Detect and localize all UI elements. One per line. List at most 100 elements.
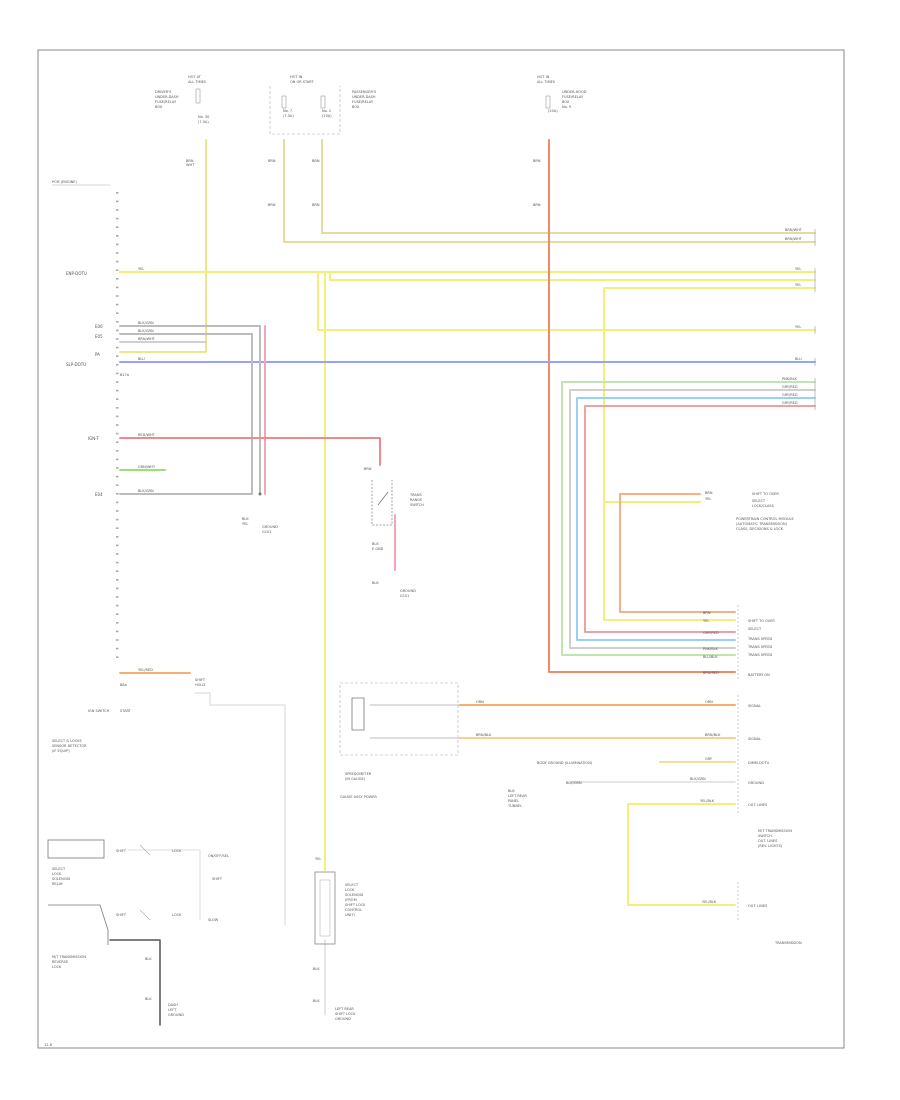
svg-text:BRN: BRN	[268, 203, 276, 207]
svg-text:SHIFT: SHIFT	[195, 678, 206, 682]
svg-text:GRY/RED: GRY/RED	[703, 631, 719, 635]
svg-text:ALL TIMES: ALL TIMES	[188, 80, 207, 84]
svg-text:YEL/RED: YEL/RED	[138, 668, 153, 672]
svg-text:BRN/BLK: BRN/BLK	[476, 733, 492, 737]
pcm-pin	[116, 501, 119, 504]
svg-text:ALL TIMES: ALL TIMES	[537, 80, 556, 84]
pcm-pin	[116, 630, 119, 633]
pcm-pin	[116, 622, 119, 624]
svg-text:GROUND: GROUND	[400, 589, 416, 593]
pcm-pin	[116, 226, 119, 228]
svg-text:GROUND: GROUND	[168, 1013, 184, 1017]
svg-text:No. 2: No. 2	[322, 109, 331, 113]
svg-text:SELECT: SELECT	[748, 627, 762, 631]
svg-text:SHIFT: SHIFT	[116, 913, 127, 917]
svg-text:YEL: YEL	[242, 522, 248, 526]
fuse-block-right: HOT IN ALL TIMES UNDER-HOOD FUSE/RELAY B…	[537, 75, 587, 113]
svg-text:RED/WHT: RED/WHT	[138, 433, 156, 437]
svg-text:GROUND: GROUND	[748, 781, 764, 785]
svg-text:GAUGE ASSY POWER: GAUGE ASSY POWER	[340, 795, 377, 799]
pcm-ground: BLK YEL GROUND G101	[242, 492, 278, 534]
pcm-pin	[116, 278, 119, 280]
pcm-pin	[116, 398, 119, 400]
svg-text:SPEEDOMETER: SPEEDOMETER	[345, 772, 372, 776]
svg-text:DRIVER'S: DRIVER'S	[155, 90, 172, 94]
pcm-pin	[116, 647, 119, 650]
svg-text:WHT: WHT	[186, 163, 195, 167]
pcm-pin	[116, 544, 119, 547]
svg-text:SELECT & LOCKS: SELECT & LOCKS	[52, 739, 82, 743]
pcm-pin	[116, 192, 119, 194]
svg-text:LEFT REAR: LEFT REAR	[335, 1007, 354, 1011]
fuse-block-mid: HOT IN ON OR START No. 7 (7.5A) PASSENGE…	[269, 75, 377, 135]
svg-text:OUT. LINES: OUT. LINES	[748, 904, 768, 908]
svg-text:BLK/GRN: BLK/GRN	[566, 781, 582, 785]
pcm-pin	[116, 424, 119, 426]
svg-text:YEL: YEL	[795, 283, 801, 287]
svg-text:REVERSE: REVERSE	[52, 960, 68, 964]
svg-text:GRN/WHT: GRN/WHT	[138, 465, 156, 469]
svg-text:E GND: E GND	[372, 547, 384, 551]
pcm-pin	[116, 587, 119, 590]
svg-text:No. 30: No. 30	[198, 115, 209, 119]
svg-text:BLK: BLK	[372, 542, 379, 546]
svg-text:SHIFT LOCK: SHIFT LOCK	[345, 903, 366, 907]
svg-text:B17a: B17a	[120, 373, 129, 377]
pcm-pin	[116, 407, 119, 409]
svg-text:START: START	[120, 709, 132, 713]
svg-text:(AUTOMATIC TRANSMISSION): (AUTOMATIC TRANSMISSION)	[736, 522, 788, 526]
svg-text:YEL/BLK: YEL/BLK	[702, 900, 717, 904]
svg-text:FUSE/RELAY: FUSE/RELAY	[562, 95, 584, 99]
svg-text:GRY: GRY	[705, 757, 713, 761]
svg-text:PANEL: PANEL	[508, 799, 519, 803]
pcm-pin	[116, 338, 119, 340]
pcm-pin	[116, 536, 119, 538]
svg-text:OUT. LINES: OUT. LINES	[748, 803, 768, 807]
pcm-pin	[116, 458, 119, 461]
svg-text:BODY GROUND (ILLUMINATION): BODY GROUND (ILLUMINATION)	[537, 761, 593, 765]
svg-text:(REV. LIGHTS): (REV. LIGHTS)	[758, 844, 783, 848]
svg-text:HOT IN: HOT IN	[537, 75, 550, 79]
svg-text:SHIFT: SHIFT	[212, 877, 223, 881]
pcm-pin	[116, 510, 119, 512]
svg-text:M/T TRANSMISSION: M/T TRANSMISSION	[52, 955, 86, 959]
svg-text:GROUND: GROUND	[262, 525, 278, 529]
fuse-block-left: HOT AT ALL TIMES DRIVER'S UNDER-DASH FUS…	[155, 75, 209, 124]
svg-text:E04: E04	[95, 492, 103, 497]
svg-text:BLK: BLK	[372, 581, 379, 585]
svg-text:LEFT REAR: LEFT REAR	[508, 794, 527, 798]
svg-text:HOT AT: HOT AT	[188, 75, 202, 79]
pcm-pin	[116, 450, 119, 452]
svg-text:ON/OFF/SEL: ON/OFF/SEL	[208, 854, 229, 858]
svg-text:G101: G101	[262, 530, 271, 534]
svg-text:ORN: ORN	[476, 700, 484, 704]
svg-text:DASH: DASH	[168, 1003, 178, 1007]
pcm-pin	[116, 639, 119, 641]
svg-text:SWITCH: SWITCH	[410, 503, 424, 507]
svg-text:BLK/GRN: BLK/GRN	[690, 777, 706, 781]
svg-text:SLP-DOTU: SLP-DOTU	[66, 362, 86, 367]
svg-text:GRY/RED: GRY/RED	[782, 385, 798, 389]
svg-text:HOLD: HOLD	[195, 683, 205, 687]
diagram-frame	[37, 49, 845, 1049]
relay-box	[47, 839, 105, 859]
svg-text:BLK: BLK	[313, 999, 320, 1003]
pcm-pin	[116, 303, 119, 306]
svg-text:LOCK/CLASS: LOCK/CLASS	[752, 504, 775, 508]
svg-text:PASSENGER'S: PASSENGER'S	[352, 90, 377, 94]
svg-text:E06: E06	[95, 324, 103, 329]
svg-text:SOLENOID: SOLENOID	[52, 877, 71, 881]
svg-text:SELECT: SELECT	[52, 867, 66, 871]
svg-text:(FROM: (FROM	[345, 898, 357, 902]
svg-text:YEL: YEL	[138, 267, 144, 271]
pcm-pin	[116, 364, 119, 366]
pcm-pin	[116, 432, 119, 435]
svg-text:BLU: BLU	[795, 357, 802, 361]
svg-text:YEL/BLK: YEL/BLK	[700, 799, 715, 803]
svg-text:YEL: YEL	[315, 857, 321, 861]
pcm-pin	[116, 570, 119, 572]
svg-text:E05: E05	[95, 334, 103, 339]
svg-text:RANGE: RANGE	[410, 498, 422, 502]
pcm-wire-labels: YEL BLK/GRN BLK/GRN BRN/WHT BLU RED/WHT …	[138, 267, 156, 672]
